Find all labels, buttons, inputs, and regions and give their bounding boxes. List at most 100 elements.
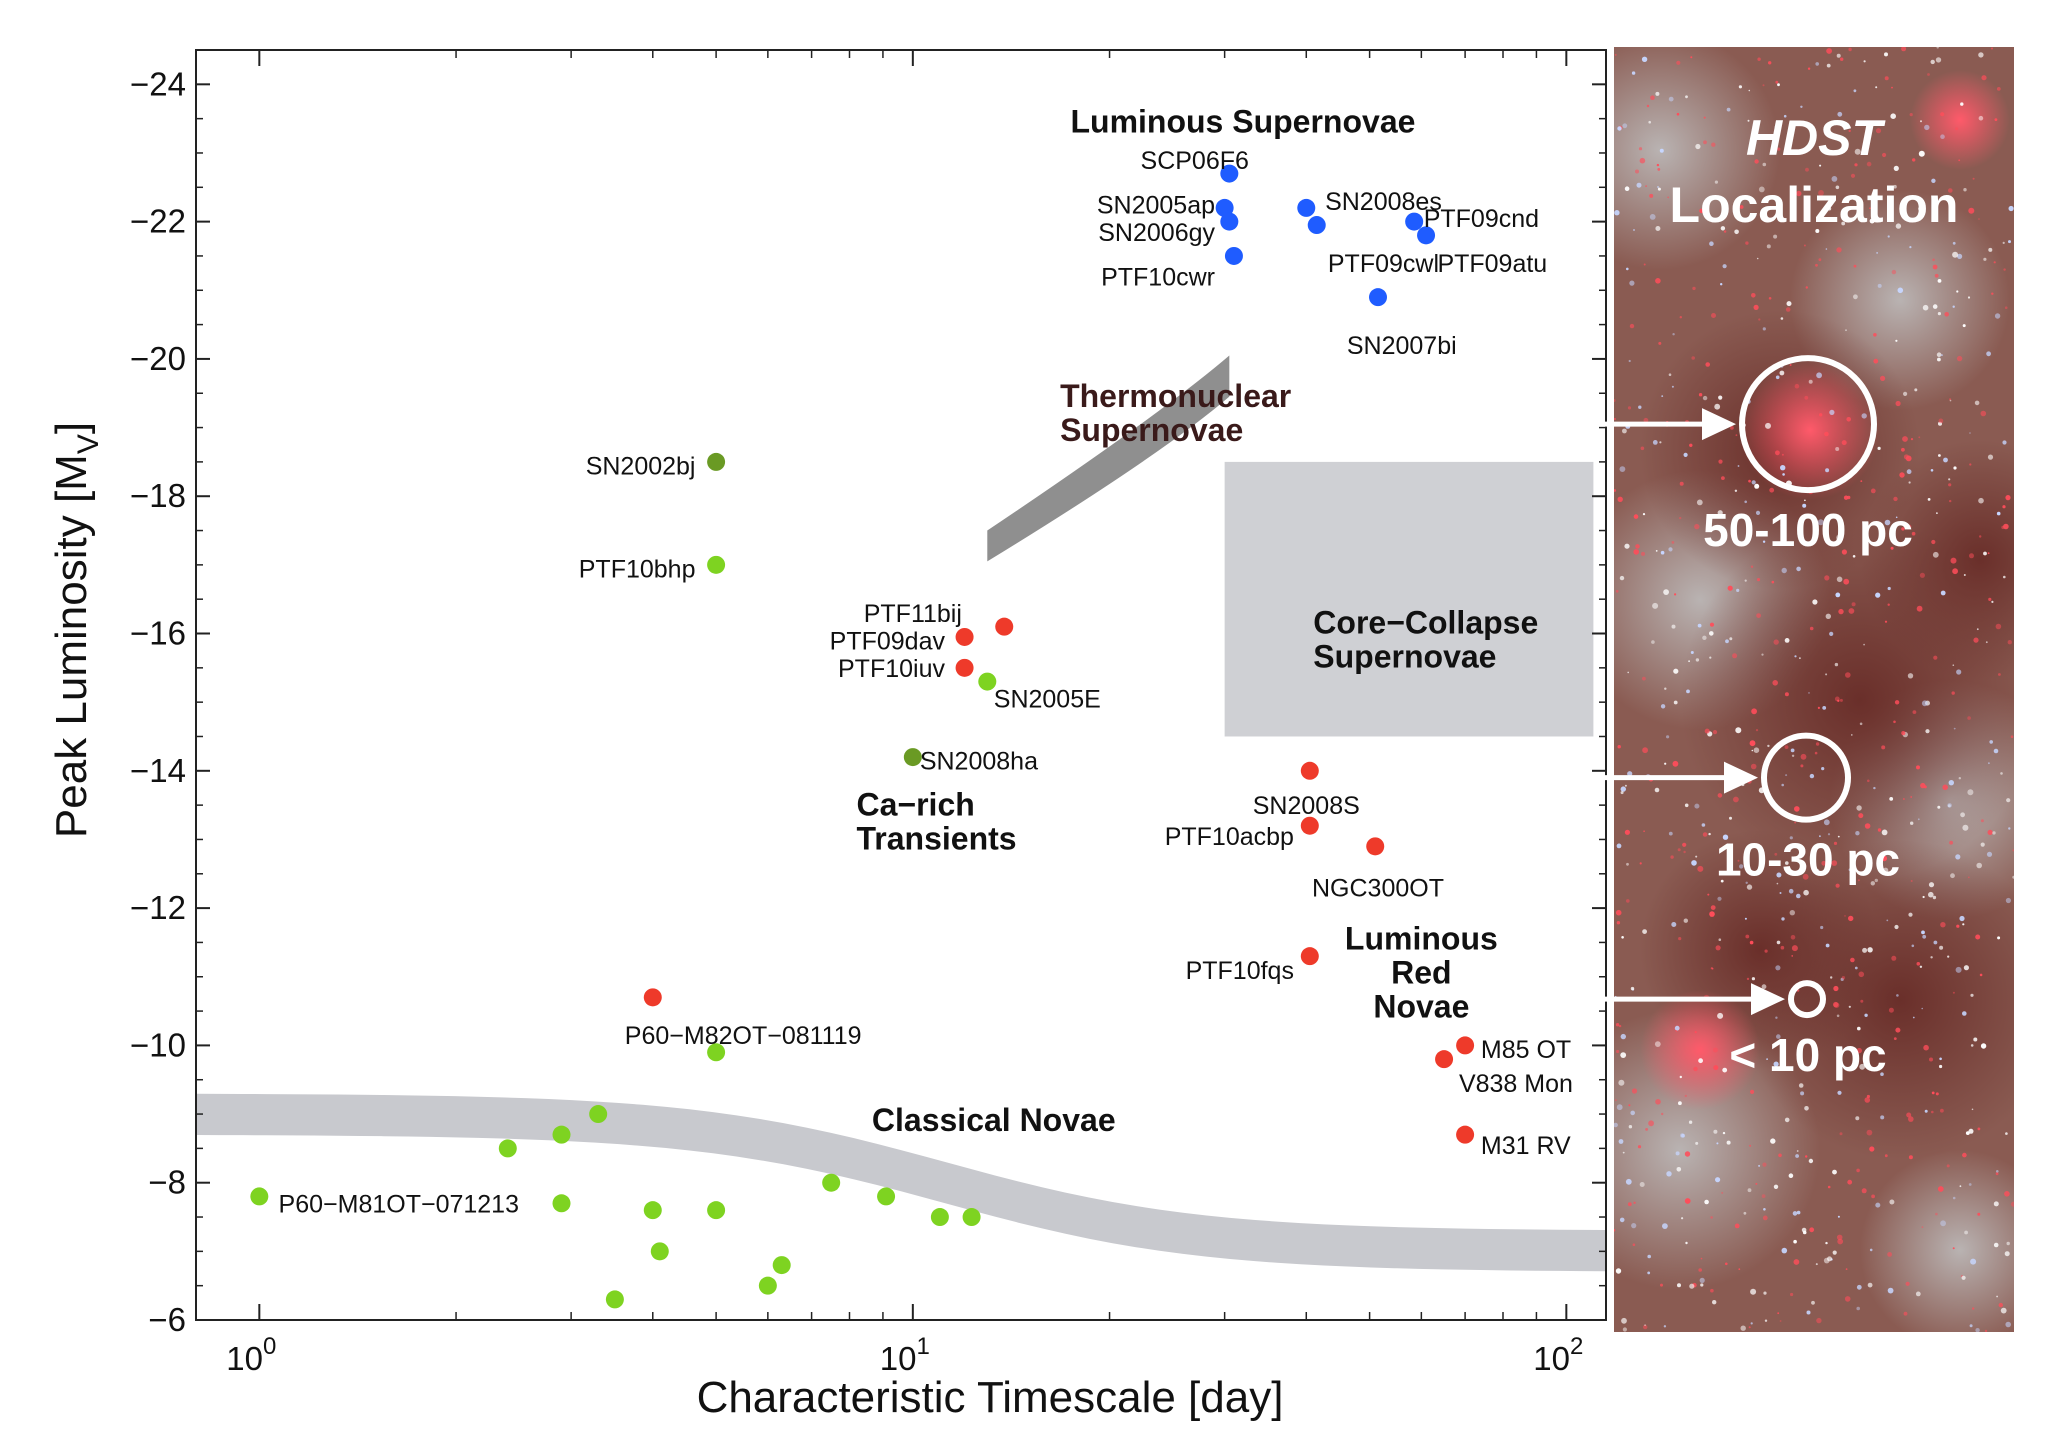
inset-star [1903, 391, 1908, 396]
inset-star [1725, 1262, 1728, 1266]
inset-star [1809, 773, 1815, 779]
data-points [250, 164, 1475, 1309]
inset-star [1619, 466, 1626, 472]
inset-star [1985, 641, 1988, 644]
inset-star [1970, 1044, 1974, 1047]
inset-star [1908, 1116, 1914, 1122]
inset-star [1824, 575, 1830, 581]
inset-star [1764, 949, 1768, 953]
inset-star [1884, 1154, 1888, 1158]
inset-star [1960, 102, 1964, 106]
inset-star [1967, 789, 1974, 796]
inset-star [1930, 469, 1934, 472]
inset-star [1809, 626, 1814, 631]
inset-star [1655, 91, 1660, 96]
inset-star [1948, 478, 1951, 481]
inset-star [1642, 513, 1646, 516]
inset-star [1835, 447, 1840, 451]
inset-star [1768, 61, 1772, 65]
inset-star [1761, 1194, 1766, 1198]
inset-star [1703, 116, 1706, 119]
inset-star [1989, 740, 1993, 744]
inset-star [1969, 1324, 1973, 1328]
inset-star [1935, 57, 1942, 63]
inset-star [1993, 1201, 1999, 1207]
x-tick-exponent: 2 [1570, 1333, 1583, 1360]
inset-star [1838, 608, 1844, 615]
data-point-label: P60−M81OT−071213 [279, 1190, 519, 1218]
inset-star [1700, 1283, 1704, 1287]
data-point [643, 1201, 662, 1220]
inset-star [1685, 1241, 1688, 1245]
inset-star [1935, 1212, 1938, 1216]
inset-star [1905, 455, 1912, 462]
data-point [707, 555, 726, 574]
inset-star [1781, 453, 1784, 456]
inset-star [1764, 1319, 1768, 1322]
inset-star [1657, 187, 1661, 191]
inset-star [1947, 804, 1951, 808]
inset-star [1654, 1041, 1661, 1047]
inset-star [1751, 480, 1756, 485]
inset-star [1709, 656, 1712, 659]
inset-star [1718, 395, 1723, 400]
point-labels: SCP06F6SN2005apSN2006gyPTF10cwrSN2008esP… [279, 147, 1573, 1218]
inset-star [1772, 680, 1778, 686]
data-point [650, 1242, 669, 1261]
inset-star [1998, 1302, 2004, 1308]
region-label-line: Supernovae [1060, 412, 1243, 448]
inset-star [1826, 48, 1832, 54]
data-point-label: SN2008ha [920, 748, 1038, 776]
inset-star [1888, 1007, 1894, 1013]
inset-star [1695, 1141, 1699, 1145]
inset-star [1848, 915, 1854, 922]
inset-arrow-head [1751, 983, 1785, 1016]
inset-star [1750, 1089, 1755, 1094]
inset-star [1734, 489, 1738, 492]
inset-star [1714, 403, 1721, 410]
inset-star [1664, 687, 1667, 690]
inset-star [1738, 1268, 1741, 1271]
data-point [498, 1139, 517, 1158]
inset-star [1830, 976, 1833, 979]
inset-star [1794, 821, 1796, 824]
inset-star [1972, 1307, 1975, 1310]
inset-star [1761, 984, 1767, 990]
inset-star [1615, 1268, 1622, 1274]
inset-star [1857, 1026, 1861, 1031]
inset-star [1796, 566, 1801, 572]
inset-star [1891, 86, 1893, 89]
inset-star [1703, 140, 1707, 145]
inset-star [1791, 945, 1798, 952]
inset-star [1765, 422, 1771, 429]
inset-star [1766, 1058, 1768, 1060]
inset-star [1624, 186, 1630, 191]
inset-star [1648, 1120, 1654, 1127]
inset-star [1748, 1326, 1751, 1329]
inset-star [1991, 292, 1994, 295]
inset-star [2010, 1201, 2014, 1207]
inset-star [1633, 229, 1635, 231]
data-point [1435, 1050, 1454, 1069]
inset-star [1921, 1007, 1923, 1010]
inset-star [1932, 895, 1937, 900]
inset-star [1645, 1128, 1648, 1131]
inset-star [1860, 999, 1864, 1003]
inset-star [1807, 186, 1810, 189]
inset-star [1780, 522, 1786, 528]
inset-star [1684, 1094, 1688, 1098]
inset-star [1733, 796, 1739, 803]
inset-star [1819, 164, 1822, 167]
inset-star [1996, 1295, 1998, 1298]
inset-star [1958, 159, 1961, 162]
inset-star [1758, 1164, 1761, 1167]
x-tick-exponent: 0 [263, 1333, 276, 1360]
inset-star [1674, 1025, 1680, 1031]
inset-star [2008, 827, 2011, 830]
inset-star [1938, 421, 1942, 426]
inset-star [1908, 481, 1911, 484]
inset-star [1800, 764, 1804, 768]
inset-star [1625, 1178, 1632, 1185]
inset-star [1796, 1210, 1801, 1215]
inset-star [1694, 803, 1700, 809]
